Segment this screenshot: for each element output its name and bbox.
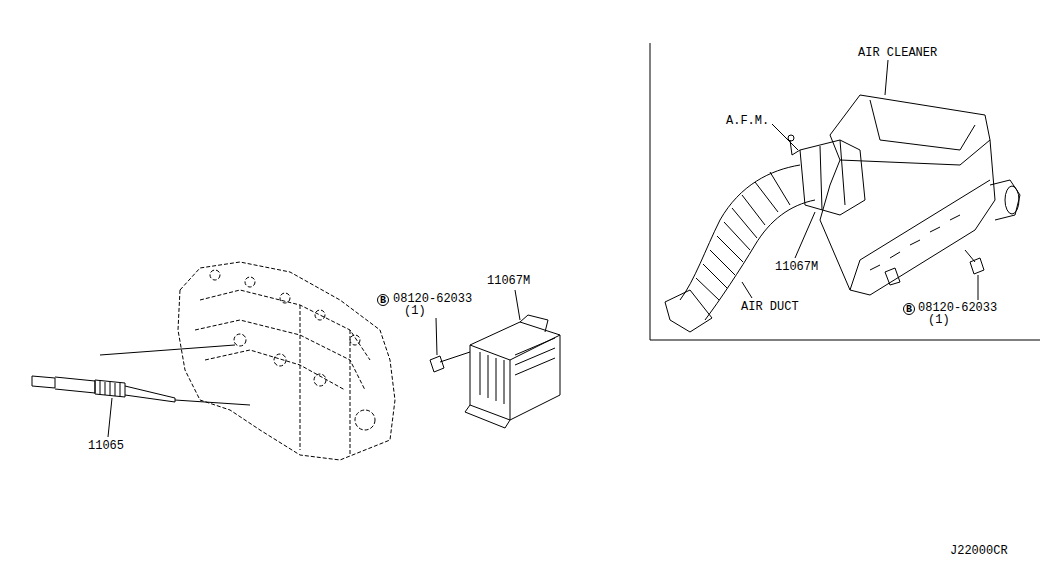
leader-line <box>885 60 888 95</box>
leader-line <box>772 124 798 150</box>
part-name: AIR DUCT <box>741 301 799 314</box>
part-name: A.F.M. <box>726 115 769 128</box>
air-duct <box>665 165 815 332</box>
figure-code: J22000CR <box>950 545 1008 558</box>
leader-line <box>108 398 112 437</box>
circled-letter: B <box>903 303 915 315</box>
relay-module <box>465 315 560 428</box>
quantity: (1) <box>928 314 950 327</box>
section-frame <box>650 43 1040 340</box>
leader-line <box>978 275 979 300</box>
glow-plug <box>32 376 175 402</box>
leader-line <box>436 318 437 355</box>
leader-line <box>100 345 250 405</box>
leader-line <box>515 290 520 320</box>
quantity: (1) <box>404 305 426 318</box>
leader-line <box>795 212 815 258</box>
part-number: 11067M <box>775 261 818 274</box>
part-number: 11067M <box>487 275 530 288</box>
bolt <box>965 250 984 274</box>
leader-line <box>742 282 752 298</box>
air-flow-meter <box>788 135 865 215</box>
air-cleaner <box>820 95 1020 295</box>
bolt <box>430 352 470 372</box>
engine-block <box>178 262 395 460</box>
part-number: 11065 <box>88 440 124 453</box>
circled-letter: B <box>377 294 389 306</box>
part-name: AIR CLEANER <box>858 47 937 60</box>
